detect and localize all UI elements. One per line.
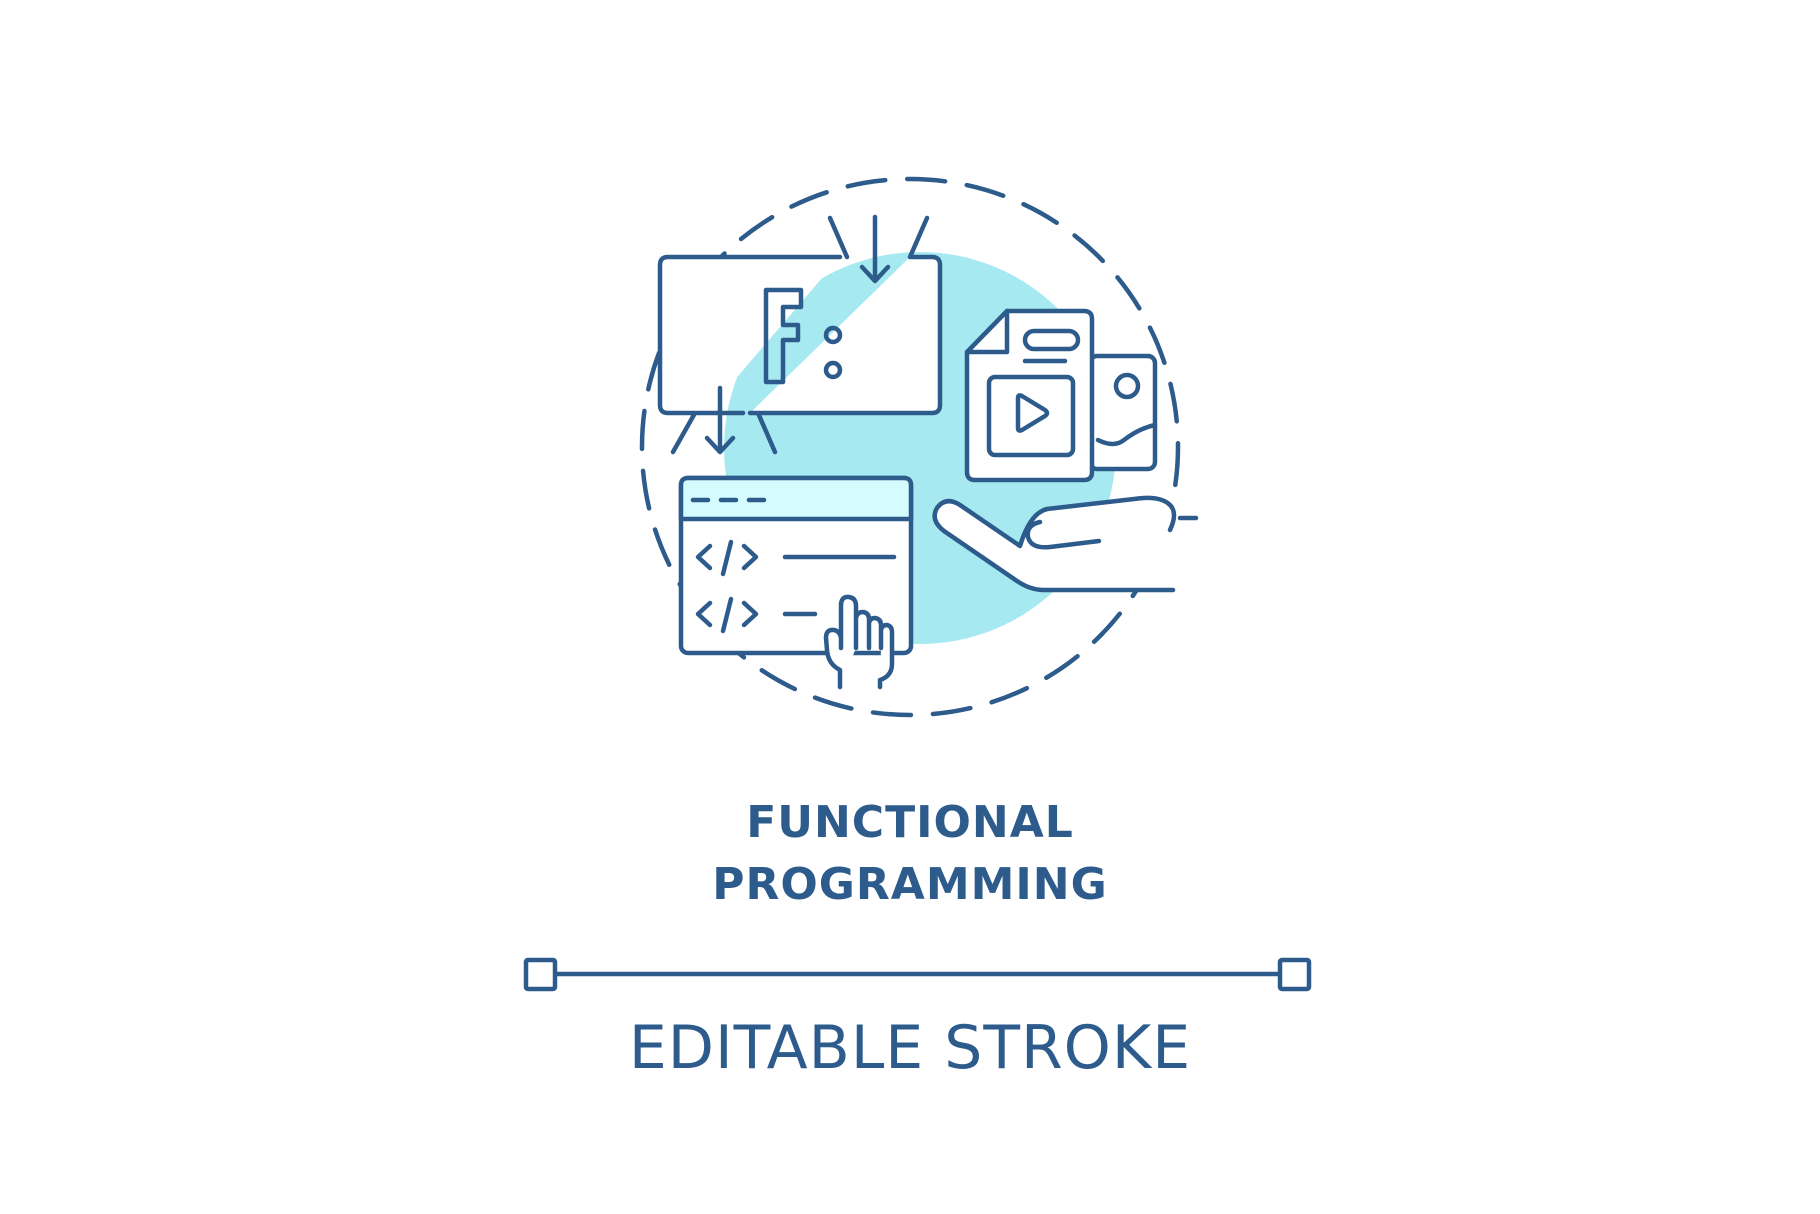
media-file-icon — [964, 308, 1158, 483]
dashed-circle-icon — [639, 176, 1181, 718]
f-letter-icon — [763, 287, 804, 385]
down-arrow-icon — [704, 385, 736, 455]
stroke-ruler-icon — [523, 957, 1312, 992]
code-tag-icon — [695, 600, 713, 628]
play-icon — [1015, 393, 1050, 433]
editable-stroke-caption: EDITABLE STROKE — [628, 1013, 1192, 1083]
concept-title-line-2: PROGRAMMING — [712, 859, 1108, 910]
colon-dot-icon — [823, 325, 843, 345]
ruler-handle-right-icon — [1277, 957, 1312, 992]
down-arrow-icon — [859, 214, 891, 284]
concept-title-line-1: FUNCTIONAL — [746, 797, 1074, 848]
code-tag-icon — [695, 543, 713, 571]
pointing-hand-icon — [823, 594, 895, 690]
ruler-handle-left-icon — [523, 957, 558, 992]
colon-dot-icon — [823, 360, 843, 380]
open-palm-hand-icon — [932, 495, 1199, 593]
